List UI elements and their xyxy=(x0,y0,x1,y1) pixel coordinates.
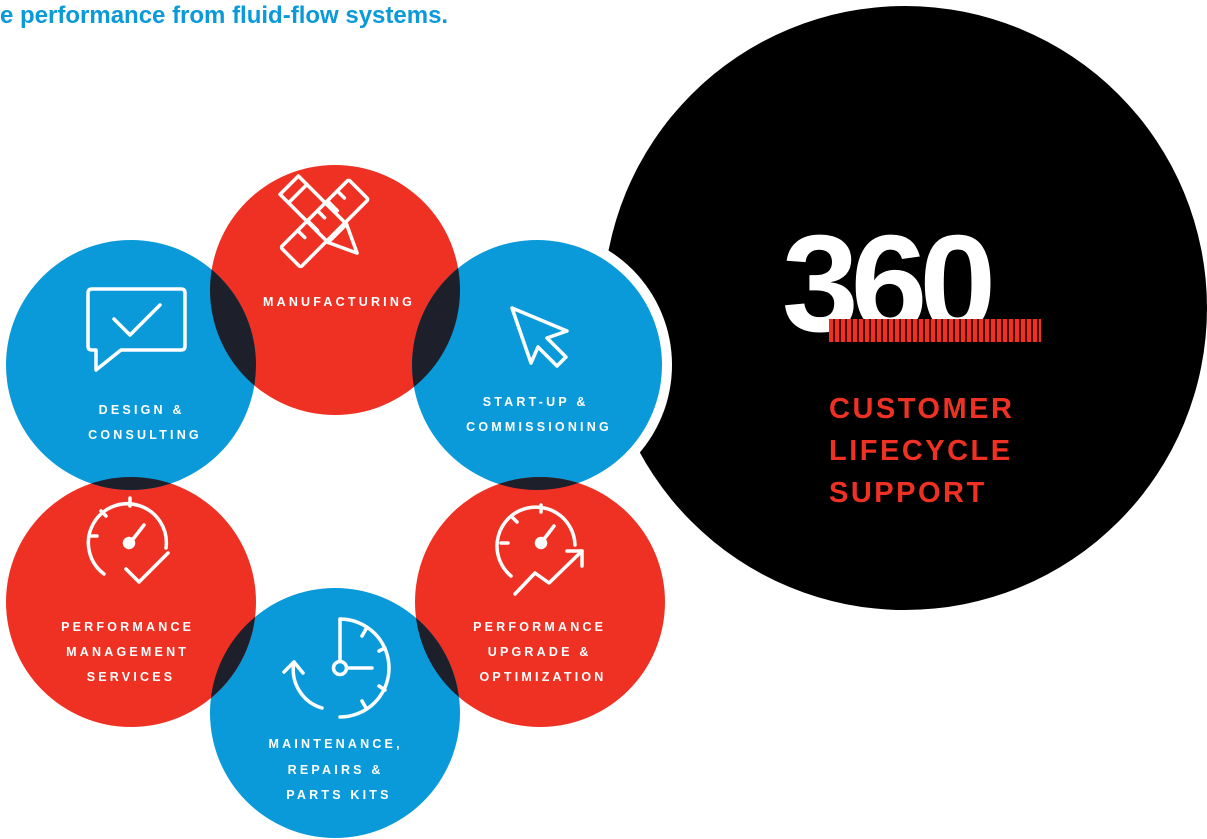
hub-bar-ticks xyxy=(833,319,1039,342)
stage-label-design: DESIGN & CONSULTING xyxy=(88,403,202,442)
stage-label-startup: START-UP & COMMISSIONING xyxy=(466,395,612,434)
clock-refresh-icon xyxy=(282,617,391,719)
gauge-trend-up-icon xyxy=(495,503,584,596)
stage-label-manufacturing: MANUFACTURING xyxy=(263,295,415,309)
startup-circle xyxy=(412,240,662,490)
stage-label-maintenance: MAINTENANCE, REPAIRS & PARTS KITS xyxy=(269,737,410,802)
management-circle xyxy=(6,477,256,727)
cursor-arrow-icon xyxy=(510,306,569,368)
pencil-ruler-icon xyxy=(278,174,370,269)
hub-circle xyxy=(603,6,1207,610)
manufacturing-circle xyxy=(210,165,460,415)
hub-title: CUSTOMER LIFECYCLE SUPPORT xyxy=(829,393,1025,509)
hub-bar xyxy=(829,319,1041,342)
stage-label-management: PERFORMANCE MANAGEMENT SERVICES xyxy=(61,620,201,684)
gauge-check-icon xyxy=(86,496,170,584)
design-circle xyxy=(6,240,256,490)
page-headline: e performance from fluid-flow systems. xyxy=(0,2,449,29)
speech-bubble-check-icon xyxy=(86,287,187,372)
stage-label-upgrade: PERFORMANCE UPGRADE & OPTIMIZATION xyxy=(473,620,613,684)
upgrade-circle xyxy=(415,477,665,727)
maintenance-circle xyxy=(210,588,460,838)
